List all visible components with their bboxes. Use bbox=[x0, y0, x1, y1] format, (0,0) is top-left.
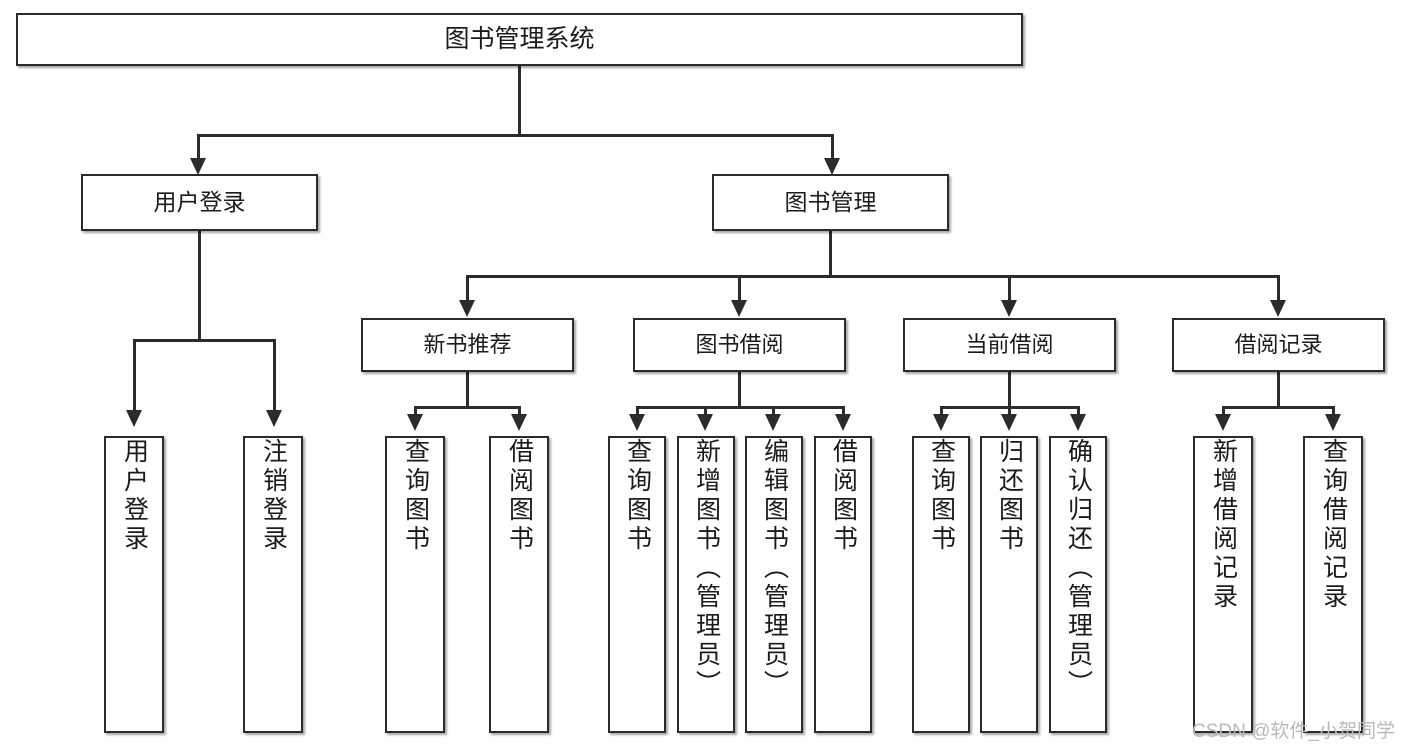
arrow-book-borrow-to-leaf-2 bbox=[697, 414, 713, 431]
node-label: 用户登录 bbox=[120, 438, 149, 554]
node-label: 图书借阅 bbox=[695, 332, 784, 358]
node-label: 借阅图书 bbox=[505, 438, 534, 554]
node-book-management[interactable]: 图书管理 bbox=[712, 174, 949, 231]
leaf-borrow-record-add-record[interactable]: 新增借阅记录 bbox=[1193, 436, 1253, 733]
arrow-root-to-book-mgmt bbox=[824, 158, 840, 175]
node-label: 借阅图书 bbox=[829, 438, 858, 554]
connector-book-mgmt-to-current-borrow bbox=[1008, 275, 1011, 305]
connector-book-borrow-to-leaf-4 bbox=[842, 406, 845, 420]
connector-root-stem bbox=[518, 66, 521, 136]
node-label: 注销登录 bbox=[259, 438, 288, 554]
connector-current-borrow-to-leaf-2 bbox=[1008, 406, 1011, 420]
arrow-borrow-record-to-leaf-1 bbox=[1215, 414, 1231, 431]
leaf-borrow-record-query-record[interactable]: 查询借阅记录 bbox=[1303, 436, 1363, 733]
connector-user-login-stem bbox=[198, 231, 201, 341]
node-label: 查询图书 bbox=[927, 438, 956, 554]
node-new-book-recommend[interactable]: 新书推荐 bbox=[361, 318, 574, 372]
node-current-borrow[interactable]: 当前借阅 bbox=[903, 318, 1116, 372]
node-label: 确认归还（管理员） bbox=[1064, 438, 1093, 699]
node-label: 图书管理系统 bbox=[444, 24, 595, 53]
connector-current-borrow-to-leaf-3 bbox=[1077, 406, 1080, 420]
connector-borrow-record-to-leaf-2 bbox=[1332, 406, 1335, 420]
leaf-book-borrow-add-book-admin[interactable]: 新增图书（管理员） bbox=[677, 436, 735, 733]
arrow-current-borrow-to-leaf-3 bbox=[1070, 414, 1086, 431]
connector-book-borrow-stem bbox=[738, 372, 741, 408]
node-user-login[interactable]: 用户登录 bbox=[81, 174, 318, 231]
connector-borrow-record-bus bbox=[1222, 406, 1335, 409]
connector-book-mgmt-stem bbox=[829, 231, 832, 277]
node-label: 用户登录 bbox=[153, 188, 246, 215]
connector-borrow-record-stem bbox=[1277, 372, 1280, 408]
node-book-borrow[interactable]: 图书借阅 bbox=[633, 318, 846, 372]
leaf-book-borrow-query-book[interactable]: 查询图书 bbox=[608, 436, 666, 733]
leaf-logout[interactable]: 注销登录 bbox=[243, 436, 303, 733]
node-label: 归还图书 bbox=[995, 438, 1024, 554]
connector-book-mgmt-to-book-borrow bbox=[738, 275, 741, 305]
arrow-book-borrow-to-leaf-1 bbox=[629, 414, 645, 431]
arrow-book-mgmt-to-current-borrow bbox=[1001, 300, 1017, 317]
arrow-current-borrow-to-leaf-2 bbox=[1001, 414, 1017, 431]
leaf-current-borrow-return-book[interactable]: 归还图书 bbox=[980, 436, 1038, 733]
arrow-user-login-to-leaf-2 bbox=[266, 410, 282, 427]
arrow-book-mgmt-to-new-book bbox=[459, 300, 475, 317]
node-label: 查询图书 bbox=[401, 438, 430, 554]
node-label: 查询借阅记录 bbox=[1319, 438, 1348, 612]
connector-book-mgmt-to-new-book bbox=[466, 275, 469, 305]
connector-new-book-to-leaf-2 bbox=[518, 406, 521, 420]
arrow-root-to-user-login bbox=[190, 158, 206, 175]
connector-book-borrow-to-leaf-3 bbox=[772, 406, 775, 420]
node-root-system[interactable]: 图书管理系统 bbox=[16, 13, 1023, 66]
connector-user-login-to-leaf-1 bbox=[133, 339, 136, 414]
connector-book-mgmt-to-borrow-record bbox=[1277, 275, 1280, 305]
leaf-current-borrow-confirm-return-admin[interactable]: 确认归还（管理员） bbox=[1049, 436, 1107, 733]
arrow-book-borrow-to-leaf-4 bbox=[835, 414, 851, 431]
connector-book-borrow-to-leaf-2 bbox=[704, 406, 707, 420]
connector-book-borrow-bus bbox=[636, 406, 845, 409]
arrow-new-book-to-leaf-1 bbox=[407, 414, 423, 431]
connector-root-to-book-mgmt bbox=[831, 134, 834, 162]
connector-user-login-bus bbox=[133, 339, 276, 342]
leaf-current-borrow-query-book[interactable]: 查询图书 bbox=[912, 436, 970, 733]
node-borrow-record[interactable]: 借阅记录 bbox=[1172, 318, 1385, 372]
leaf-book-borrow-borrow-book[interactable]: 借阅图书 bbox=[814, 436, 872, 733]
arrow-current-borrow-to-leaf-1 bbox=[933, 414, 949, 431]
node-label: 新增图书（管理员） bbox=[692, 438, 721, 699]
connector-current-borrow-to-leaf-1 bbox=[940, 406, 943, 420]
arrow-new-book-to-leaf-2 bbox=[511, 414, 527, 431]
arrow-book-mgmt-to-book-borrow bbox=[731, 300, 747, 317]
connector-book-borrow-to-leaf-1 bbox=[636, 406, 639, 420]
arrow-borrow-record-to-leaf-2 bbox=[1325, 414, 1341, 431]
connector-book-mgmt-bus bbox=[466, 275, 1280, 278]
connector-current-borrow-stem bbox=[1008, 372, 1011, 408]
leaf-new-book-borrow-book[interactable]: 借阅图书 bbox=[489, 436, 549, 733]
connector-new-book-stem bbox=[466, 372, 469, 408]
connector-new-book-bus bbox=[414, 406, 521, 409]
node-label: 新增借阅记录 bbox=[1209, 438, 1238, 612]
connector-root-bus bbox=[197, 134, 834, 137]
connector-borrow-record-to-leaf-1 bbox=[1222, 406, 1225, 420]
node-label: 新书推荐 bbox=[423, 332, 512, 358]
node-label: 查询图书 bbox=[623, 438, 652, 554]
leaf-user-login[interactable]: 用户登录 bbox=[104, 436, 164, 733]
connector-root-to-user-login bbox=[197, 134, 200, 162]
connector-new-book-to-leaf-1 bbox=[414, 406, 417, 420]
leaf-new-book-query-book[interactable]: 查询图书 bbox=[385, 436, 445, 733]
arrow-book-mgmt-to-borrow-record bbox=[1270, 300, 1286, 317]
node-label: 借阅记录 bbox=[1234, 332, 1323, 358]
arrow-book-borrow-to-leaf-3 bbox=[765, 414, 781, 431]
arrow-user-login-to-leaf-1 bbox=[126, 410, 142, 427]
node-label: 编辑图书（管理员） bbox=[760, 438, 789, 699]
node-label: 图书管理 bbox=[784, 188, 877, 215]
node-label: 当前借阅 bbox=[965, 332, 1054, 358]
leaf-book-borrow-edit-book-admin[interactable]: 编辑图书（管理员） bbox=[745, 436, 803, 733]
connector-user-login-to-leaf-2 bbox=[273, 339, 276, 414]
